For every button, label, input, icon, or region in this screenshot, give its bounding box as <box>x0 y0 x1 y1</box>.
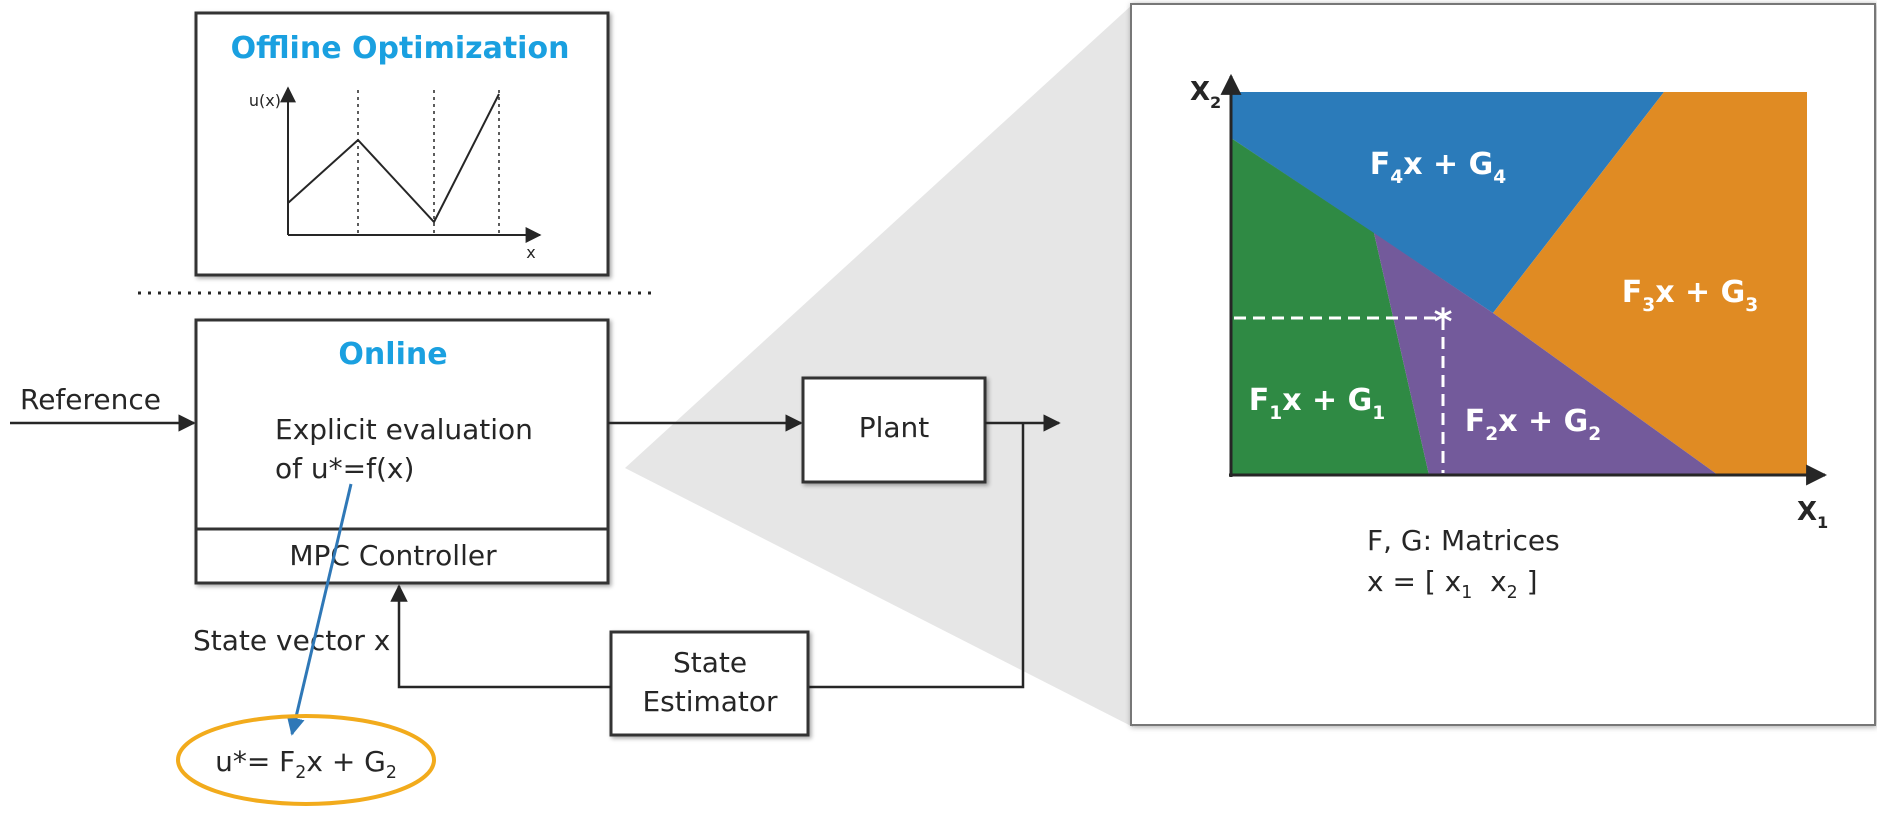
region-panel: * F4x + G4 F3x + G3 F1x + G1 F2x + G2 X2… <box>1130 3 1876 726</box>
mpc-controller-label: MPC Controller <box>289 539 497 572</box>
y-axis-label: X2 <box>1190 77 1221 112</box>
matrices-note: F, G: Matrices <box>1367 524 1560 557</box>
piecewise-affine-curve <box>287 93 500 224</box>
result-highlight <box>176 714 436 806</box>
online-box: Online Explicit evaluation of u*=f(x) MP… <box>194 318 610 585</box>
evaluation-arrow <box>286 483 353 736</box>
region-4-label: F4x + G4 <box>1370 147 1506 188</box>
offline-optimization-box: Offline Optimization u(x) x <box>194 11 610 277</box>
plot-xlabel: x <box>526 243 535 262</box>
result-formula: u*= F2x + G2 <box>215 745 397 783</box>
state-definition: x = [ x1 x2 ] <box>1367 565 1538 603</box>
region-1-label: F1x + G1 <box>1249 383 1385 424</box>
region-1 <box>1231 138 1429 475</box>
state-estimator-box: State Estimator <box>609 630 810 737</box>
offline-title: Offline Optimization <box>231 31 570 66</box>
region-3 <box>1493 92 1807 475</box>
feedback-line <box>808 423 1025 689</box>
online-title: Online <box>338 337 447 372</box>
online-line1: Explicit evaluation <box>275 413 533 446</box>
reference-label: Reference <box>20 383 161 416</box>
zoom-wedge <box>625 4 1133 727</box>
region-2 <box>1374 233 1718 475</box>
region-4 <box>1231 92 1664 313</box>
offline-plot: u(x) x <box>249 86 542 262</box>
state-point-marker: * <box>1434 302 1453 343</box>
state-vector-label: State vector x <box>193 624 390 657</box>
plant-box: Plant <box>801 376 987 484</box>
region-2-label: F2x + G2 <box>1465 404 1601 445</box>
plant-label: Plant <box>859 411 930 444</box>
estimator-line2: Estimator <box>642 685 778 718</box>
online-line2: of u*=f(x) <box>275 452 414 485</box>
x-axis-label: X1 <box>1797 497 1828 532</box>
estimator-line1: State <box>673 646 747 679</box>
plot-ylabel: u(x) <box>249 91 281 110</box>
state-feedback-arrow <box>390 584 611 689</box>
region-3-label: F3x + G3 <box>1622 275 1758 316</box>
